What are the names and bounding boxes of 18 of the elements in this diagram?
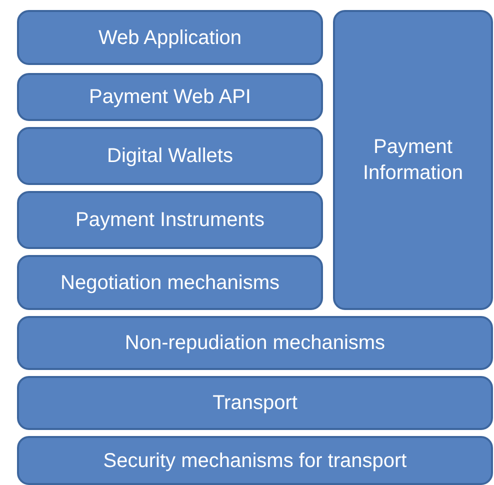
layer-box — [17, 436, 493, 485]
layer-box — [17, 316, 493, 370]
layer-box — [17, 127, 323, 185]
layer-box — [17, 191, 323, 249]
layer-label: Payment Instruments — [74, 208, 266, 233]
layer-label: Security mechanisms for transport — [102, 448, 408, 474]
layer-box — [17, 73, 323, 121]
layer-label: Payment Web API — [88, 85, 252, 110]
layer-label: Negotiation mechanisms — [60, 270, 280, 296]
layer-box — [333, 10, 493, 310]
layer-label: Transport — [212, 391, 298, 416]
layer-box — [17, 255, 323, 310]
layer-box — [17, 10, 323, 65]
layer-label: Payment Information — [362, 135, 464, 186]
layer-box — [17, 376, 493, 430]
layer-label: Non-repudiation mechanisms — [124, 331, 386, 356]
layer-label: Digital Wallets — [106, 144, 234, 169]
layer-label: Web Application — [97, 26, 243, 50]
